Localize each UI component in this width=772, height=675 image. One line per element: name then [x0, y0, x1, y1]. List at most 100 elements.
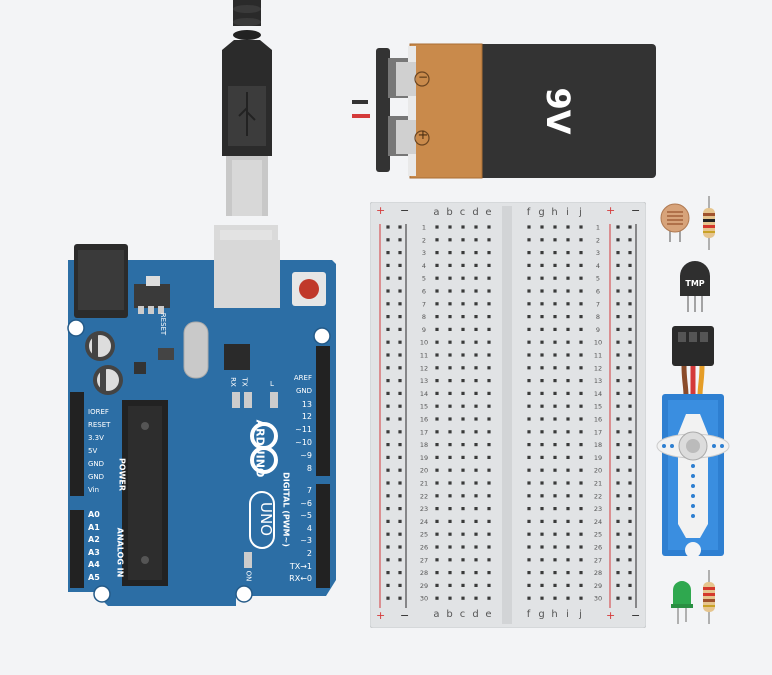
breadboard-hole[interactable] — [566, 263, 570, 267]
breadboard-hole[interactable] — [386, 558, 390, 562]
breadboard-hole[interactable] — [566, 289, 570, 293]
breadboard-hole[interactable] — [579, 276, 583, 280]
breadboard-hole[interactable] — [487, 276, 491, 280]
breadboard-hole[interactable] — [461, 481, 465, 485]
breadboard-hole[interactable] — [487, 251, 491, 255]
breadboard-hole[interactable] — [398, 519, 402, 523]
breadboard-hole[interactable] — [527, 404, 531, 408]
breadboard-hole[interactable] — [398, 391, 402, 395]
breadboard-hole[interactable] — [628, 289, 632, 293]
breadboard-hole[interactable] — [474, 430, 478, 434]
breadboard-hole[interactable] — [474, 481, 478, 485]
breadboard-hole[interactable] — [616, 391, 620, 395]
breadboard-hole[interactable] — [553, 558, 557, 562]
breadboard-hole[interactable] — [553, 289, 557, 293]
breadboard-hole[interactable] — [540, 583, 544, 587]
breadboard-hole[interactable] — [487, 353, 491, 357]
breadboard-hole[interactable] — [386, 583, 390, 587]
breadboard-hole[interactable] — [461, 532, 465, 536]
breadboard-hole[interactable] — [435, 443, 439, 447]
breadboard-hole[interactable] — [616, 558, 620, 562]
breadboard-hole[interactable] — [628, 583, 632, 587]
breadboard-hole[interactable] — [487, 507, 491, 511]
breadboard-hole[interactable] — [461, 571, 465, 575]
breadboard-hole[interactable] — [461, 238, 465, 242]
power-header[interactable] — [70, 392, 84, 496]
breadboard-hole[interactable] — [386, 596, 390, 600]
breadboard-hole[interactable] — [553, 481, 557, 485]
resistor-2[interactable] — [700, 570, 718, 624]
breadboard-hole[interactable] — [540, 289, 544, 293]
breadboard-hole[interactable] — [461, 417, 465, 421]
breadboard-hole[interactable] — [553, 545, 557, 549]
breadboard-hole[interactable] — [527, 571, 531, 575]
breadboard-hole[interactable] — [527, 340, 531, 344]
breadboard-hole[interactable] — [540, 455, 544, 459]
breadboard-hole[interactable] — [474, 327, 478, 331]
breadboard-hole[interactable] — [616, 583, 620, 587]
breadboard-hole[interactable] — [474, 532, 478, 536]
breadboard-hole[interactable] — [566, 366, 570, 370]
breadboard-hole[interactable] — [540, 481, 544, 485]
breadboard-hole[interactable] — [386, 545, 390, 549]
breadboard-hole[interactable] — [435, 302, 439, 306]
breadboard-hole[interactable] — [487, 545, 491, 549]
breadboard-hole[interactable] — [540, 558, 544, 562]
breadboard-hole[interactable] — [487, 366, 491, 370]
breadboard-hole[interactable] — [461, 596, 465, 600]
breadboard-hole[interactable] — [628, 596, 632, 600]
breadboard-hole[interactable] — [398, 379, 402, 383]
breadboard-hole[interactable] — [540, 353, 544, 357]
breadboard-hole[interactable] — [398, 596, 402, 600]
breadboard-hole[interactable] — [566, 302, 570, 306]
breadboard-hole[interactable] — [540, 507, 544, 511]
breadboard-hole[interactable] — [579, 404, 583, 408]
breadboard-hole[interactable] — [540, 404, 544, 408]
breadboard-hole[interactable] — [527, 507, 531, 511]
breadboard-hole[interactable] — [579, 238, 583, 242]
breadboard-hole[interactable] — [566, 225, 570, 229]
breadboard-hole[interactable] — [553, 455, 557, 459]
breadboard-hole[interactable] — [448, 494, 452, 498]
breadboard-hole[interactable] — [474, 251, 478, 255]
breadboard-hole[interactable] — [461, 507, 465, 511]
breadboard-hole[interactable] — [487, 443, 491, 447]
breadboard-hole[interactable] — [487, 225, 491, 229]
breadboard-hole[interactable] — [540, 430, 544, 434]
breadboard-hole[interactable] — [540, 302, 544, 306]
breadboard-hole[interactable] — [461, 315, 465, 319]
breadboard-hole[interactable] — [553, 404, 557, 408]
breadboard-hole[interactable] — [616, 302, 620, 306]
breadboard-hole[interactable] — [527, 468, 531, 472]
breadboard-hole[interactable] — [579, 430, 583, 434]
breadboard-hole[interactable] — [566, 571, 570, 575]
breadboard-hole[interactable] — [579, 583, 583, 587]
breadboard-hole[interactable] — [398, 481, 402, 485]
breadboard-hole[interactable] — [487, 519, 491, 523]
breadboard-hole[interactable] — [616, 443, 620, 447]
breadboard-hole[interactable] — [461, 251, 465, 255]
breadboard-hole[interactable] — [553, 596, 557, 600]
breadboard-hole[interactable] — [527, 238, 531, 242]
breadboard-hole[interactable] — [474, 507, 478, 511]
breadboard-hole[interactable] — [448, 225, 452, 229]
breadboard-hole[interactable] — [616, 315, 620, 319]
breadboard-hole[interactable] — [461, 494, 465, 498]
breadboard-hole[interactable] — [474, 545, 478, 549]
breadboard-hole[interactable] — [398, 417, 402, 421]
breadboard-hole[interactable] — [487, 302, 491, 306]
breadboard-hole[interactable] — [487, 596, 491, 600]
breadboard-hole[interactable] — [461, 379, 465, 383]
breadboard-hole[interactable] — [553, 327, 557, 331]
breadboard-hole[interactable] — [579, 353, 583, 357]
breadboard-hole[interactable] — [435, 558, 439, 562]
breadboard-hole[interactable] — [435, 532, 439, 536]
breadboard-hole[interactable] — [398, 263, 402, 267]
breadboard-hole[interactable] — [566, 353, 570, 357]
breadboard-hole[interactable] — [386, 225, 390, 229]
breadboard-hole[interactable] — [435, 379, 439, 383]
breadboard-hole[interactable] — [474, 417, 478, 421]
breadboard-hole[interactable] — [398, 545, 402, 549]
breadboard-hole[interactable] — [461, 455, 465, 459]
breadboard-hole[interactable] — [540, 468, 544, 472]
